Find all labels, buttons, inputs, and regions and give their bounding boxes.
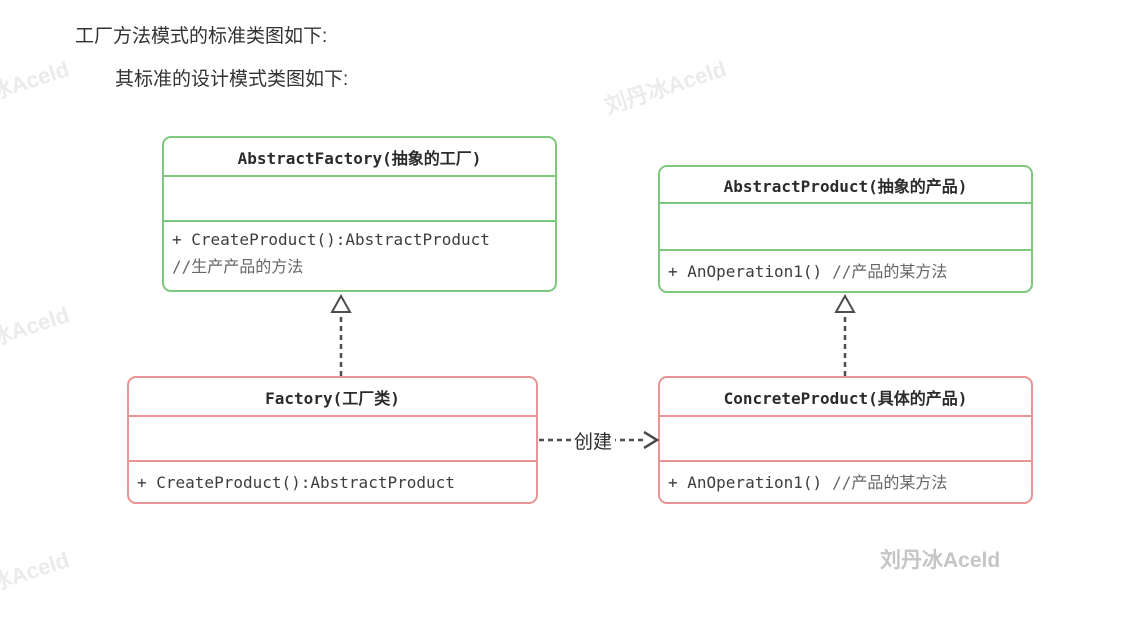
heading-factory-method-pattern: 工厂方法模式的标准类图如下: bbox=[75, 26, 328, 47]
class-title: ConcreteProduct(具体的产品) bbox=[660, 378, 1031, 417]
class-box-concrete-product: ConcreteProduct(具体的产品) + AnOperation1() … bbox=[658, 376, 1033, 504]
watermark-diagonal: 刘丹冰Aceld bbox=[0, 302, 73, 365]
class-title: AbstractFactory(抽象的工厂) bbox=[164, 138, 555, 177]
class-methods: + AnOperation1() //产品的某方法 bbox=[660, 462, 1031, 502]
class-fields-empty bbox=[129, 417, 536, 462]
watermark-signature: 刘丹冰Aceld bbox=[880, 549, 1001, 572]
method-signature: + CreateProduct():AbstractProduct bbox=[137, 472, 455, 492]
class-box-abstract-product: AbstractProduct(抽象的产品) + AnOperation1() … bbox=[658, 165, 1033, 293]
class-title: AbstractProduct(抽象的产品) bbox=[660, 167, 1031, 204]
class-fields-empty bbox=[660, 204, 1031, 251]
method-comment: //生产产品的方法 bbox=[172, 257, 304, 276]
method-signature: + AnOperation1() bbox=[668, 472, 823, 492]
heading-standard-class-diagram: 其标准的设计模式类图如下: bbox=[115, 69, 349, 90]
realization-arrow-concreteproduct-to-abstractproduct bbox=[834, 293, 856, 376]
class-fields-empty bbox=[164, 177, 555, 222]
class-methods: + CreateProduct():AbstractProduct bbox=[129, 462, 536, 502]
realization-arrow-factory-to-abstractfactory bbox=[330, 293, 352, 376]
method-signature: + AnOperation1() bbox=[668, 261, 823, 281]
method-comment: //产品的某方法 bbox=[832, 261, 948, 281]
class-box-factory: Factory(工厂类) + CreateProduct():AbstractP… bbox=[127, 376, 538, 504]
class-title: Factory(工厂类) bbox=[129, 378, 536, 417]
class-methods: + AnOperation1() //产品的某方法 bbox=[660, 251, 1031, 291]
dependency-label-create: 创建 bbox=[571, 427, 616, 454]
watermark-diagonal: 刘丹冰Aceld bbox=[0, 547, 73, 610]
method-comment: //产品的某方法 bbox=[832, 472, 948, 492]
watermark-diagonal: 刘丹冰Aceld bbox=[0, 56, 73, 119]
method-signature: + CreateProduct():AbstractProduct bbox=[172, 230, 490, 249]
class-box-abstract-factory: AbstractFactory(抽象的工厂) + CreateProduct()… bbox=[162, 136, 557, 292]
class-methods: + CreateProduct():AbstractProduct //生产产品… bbox=[164, 222, 555, 290]
class-fields-empty bbox=[660, 417, 1031, 462]
watermark-diagonal: 刘丹冰Aceld bbox=[601, 56, 730, 119]
